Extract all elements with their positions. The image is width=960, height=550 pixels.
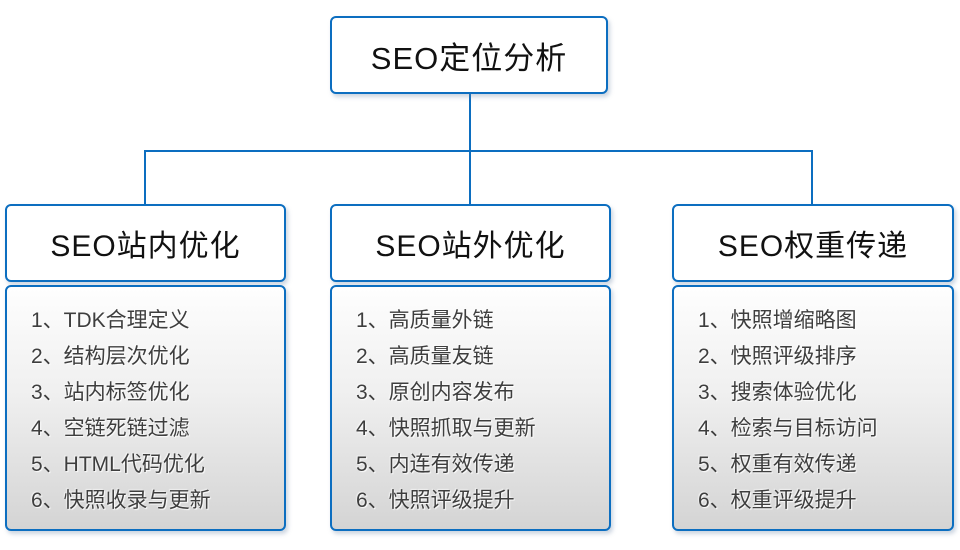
- list-item: 6、权重评级提升: [698, 489, 857, 512]
- list-item: 1、TDK合理定义: [31, 309, 190, 332]
- header-label: SEO站外优化: [375, 230, 566, 263]
- header-label: SEO权重传递: [717, 230, 909, 263]
- list-node-weight-transfer: 1、快照增缩略图 2、快照评级排序 3、搜索体验优化 4、检索与目标访问 5、权…: [672, 285, 954, 531]
- header-label: SEO站内优化: [50, 230, 241, 263]
- item-list: 1、TDK合理定义 2、结构层次优化 3、站内标签优化 4、空链死链过滤 5、H…: [7, 287, 284, 519]
- header-node-offsite-optimization: SEO站外优化: [330, 204, 611, 282]
- connector-middle-drop: [469, 151, 471, 205]
- list-item: 3、原创内容发布: [356, 381, 515, 404]
- connector-root-vertical: [469, 94, 471, 151]
- connector-right-drop: [811, 151, 813, 205]
- list-item: 4、空链死链过滤: [31, 417, 190, 440]
- connector-horizontal: [144, 150, 813, 152]
- list-item: 2、快照评级排序: [698, 345, 857, 368]
- list-item: 3、站内标签优化: [31, 381, 190, 404]
- list-node-onsite-optimization: 1、TDK合理定义 2、结构层次优化 3、站内标签优化 4、空链死链过滤 5、H…: [5, 285, 286, 531]
- list-item: 3、搜索体验优化: [698, 381, 857, 404]
- header-node-weight-transfer: SEO权重传递: [672, 204, 954, 282]
- list-item: 2、结构层次优化: [31, 345, 190, 368]
- list-item: 5、权重有效传递: [698, 453, 857, 476]
- list-item: 1、高质量外链: [356, 309, 494, 332]
- list-item: 4、快照抓取与更新: [356, 417, 536, 440]
- item-list: 1、高质量外链 2、高质量友链 3、原创内容发布 4、快照抓取与更新 5、内连有…: [332, 287, 609, 519]
- list-item: 4、检索与目标访问: [698, 417, 878, 440]
- list-node-offsite-optimization: 1、高质量外链 2、高质量友链 3、原创内容发布 4、快照抓取与更新 5、内连有…: [330, 285, 611, 531]
- connector-left-drop: [144, 151, 146, 205]
- root-node-seo-positioning-analysis: SEO定位分析: [330, 16, 608, 94]
- list-item: 6、快照评级提升: [356, 489, 515, 512]
- root-node-label: SEO定位分析: [370, 40, 568, 76]
- list-item: 1、快照增缩略图: [698, 309, 857, 332]
- list-item: 2、高质量友链: [356, 345, 494, 368]
- item-list: 1、快照增缩略图 2、快照评级排序 3、搜索体验优化 4、检索与目标访问 5、权…: [674, 287, 952, 519]
- list-item: 6、快照收录与更新: [31, 489, 211, 512]
- header-node-onsite-optimization: SEO站内优化: [5, 204, 286, 282]
- list-item: 5、内连有效传递: [356, 453, 515, 476]
- list-item: 5、HTML代码优化: [31, 453, 205, 476]
